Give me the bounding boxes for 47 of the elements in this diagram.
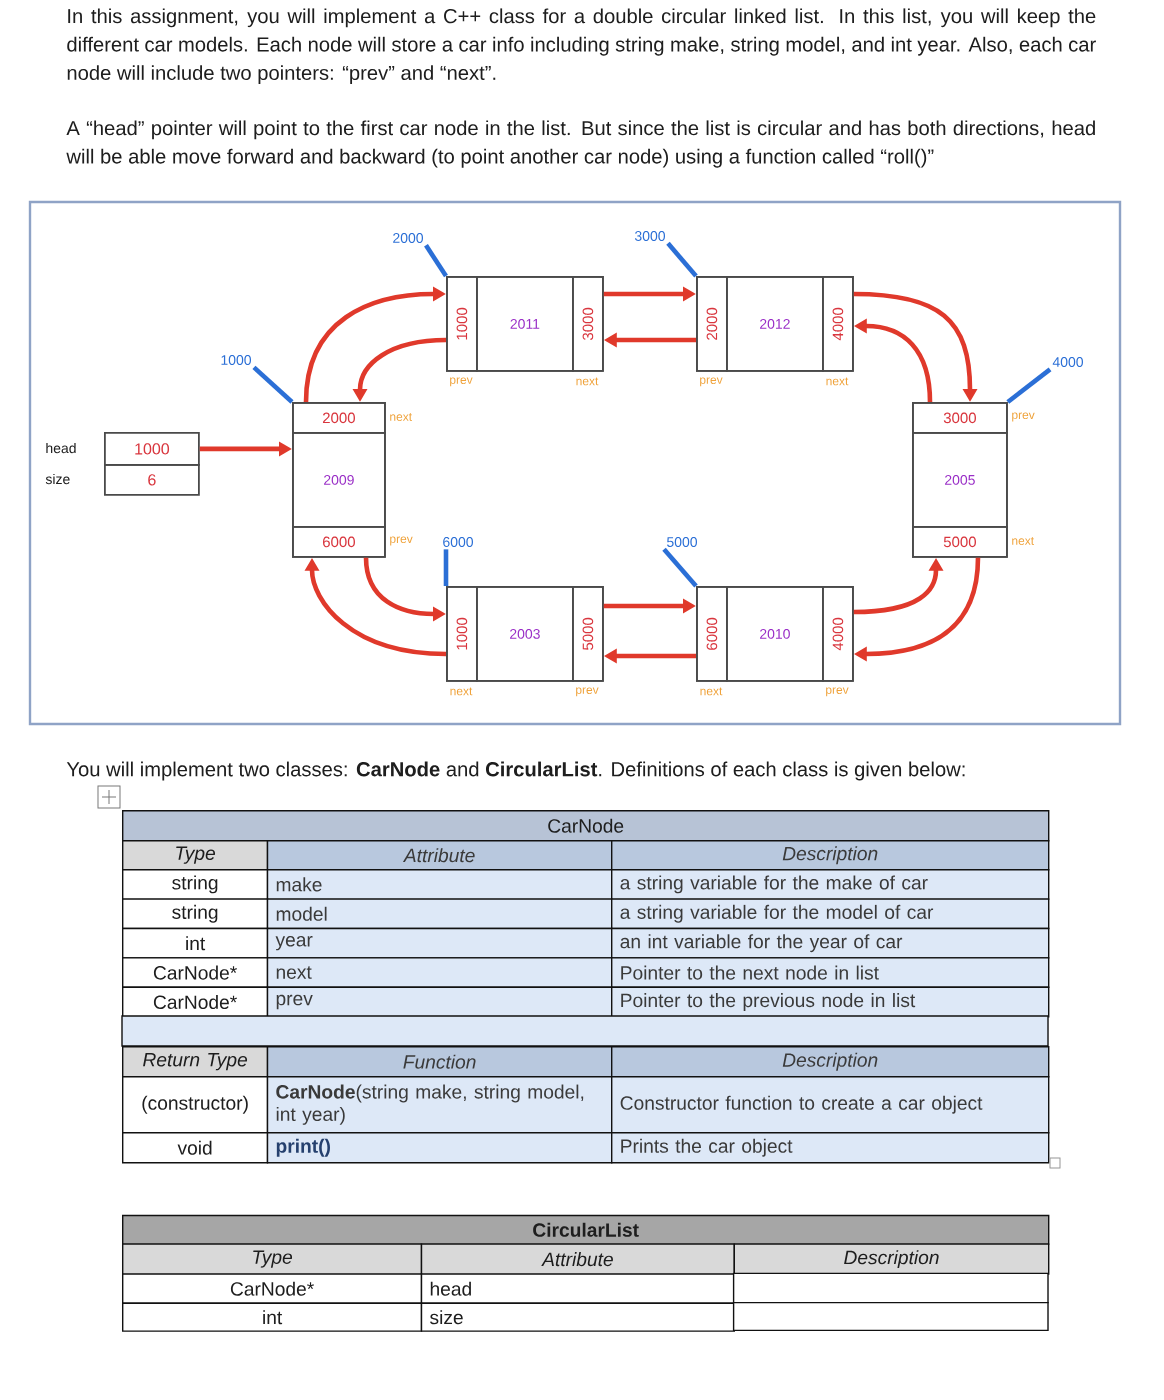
- table-header-cell: Function: [266, 1046, 613, 1078]
- table-cell: an int variable for the year of car: [611, 927, 1050, 959]
- table-cell: a string variable for the make of car: [611, 869, 1050, 900]
- leader-line: [252, 365, 294, 404]
- table-header-cell: Description: [733, 1243, 1050, 1275]
- table-cell: CarNode*: [122, 986, 269, 1018]
- table-cell: CarNode*: [122, 957, 269, 988]
- table-cell: Prints the car object: [611, 1132, 1050, 1164]
- table-cell: int: [122, 1302, 423, 1332]
- table-cell: a string variable for the model of car: [611, 898, 1050, 930]
- variable-cell: 6: [104, 464, 200, 496]
- table-header-cell: Attribute: [266, 840, 613, 871]
- table-cell: int: [122, 927, 269, 959]
- table-cell: string: [122, 898, 269, 930]
- leader-line: [424, 244, 448, 278]
- table-cell: (constructor): [122, 1076, 269, 1134]
- leader-line: [666, 241, 698, 278]
- leader-line: [443, 549, 449, 586]
- table-cell: string: [122, 869, 269, 900]
- variable-cell: 1000: [104, 432, 200, 466]
- table-cell: Constructor function to create a car object: [611, 1076, 1050, 1134]
- table-header-cell: Description: [611, 840, 1050, 871]
- paragraph: A “head” pointer will point to the first car node in the list. But since the list is circular and has both directions, head will be able move forward and backward (to point another car node) using a function called “roll()”: [66, 120, 1095, 168]
- table-cell: next: [266, 957, 613, 988]
- table-cell: void: [122, 1132, 269, 1164]
- table-header-cell: Attribute: [420, 1243, 735, 1275]
- table-header-cell: Description: [611, 1046, 1050, 1078]
- table-cell: size: [420, 1302, 735, 1332]
- table-cell: prev: [266, 986, 613, 1018]
- table-cell: year: [266, 927, 613, 959]
- table-header-cell: Type: [122, 1243, 423, 1275]
- table-cell: Pointer to the previous node in list: [611, 986, 1050, 1018]
- table-cell: CarNode*: [122, 1273, 423, 1304]
- table-cell: model: [266, 898, 613, 930]
- table-cell: Pointer to the next node in list: [611, 957, 1050, 988]
- table-cell: print(): [266, 1132, 613, 1164]
- table-cell: make: [266, 869, 613, 900]
- leader-line: [1006, 367, 1052, 404]
- table-title: CircularList: [122, 1214, 1050, 1245]
- table-cell: CarNode(string make, string model, int year): [266, 1076, 613, 1134]
- table-header-cell: Type: [122, 840, 269, 871]
- leader-line: [662, 547, 698, 588]
- table-header-cell: Return Type: [122, 1046, 269, 1078]
- paragraph: You will implement two classes: CarNode and CircularList. Definitions of each class is given below:: [66, 761, 965, 781]
- paragraph: In this assignment, you will implement a C++ class for a double circular linked list. In this list, you will keep the different car models. Each node will store a car info including string make, string model, and int year. Also, each car node will include two pointers: “prev” and “next”.: [67, 8, 1096, 85]
- table-cell: head: [420, 1273, 735, 1304]
- table-title: CarNode: [122, 810, 1050, 842]
